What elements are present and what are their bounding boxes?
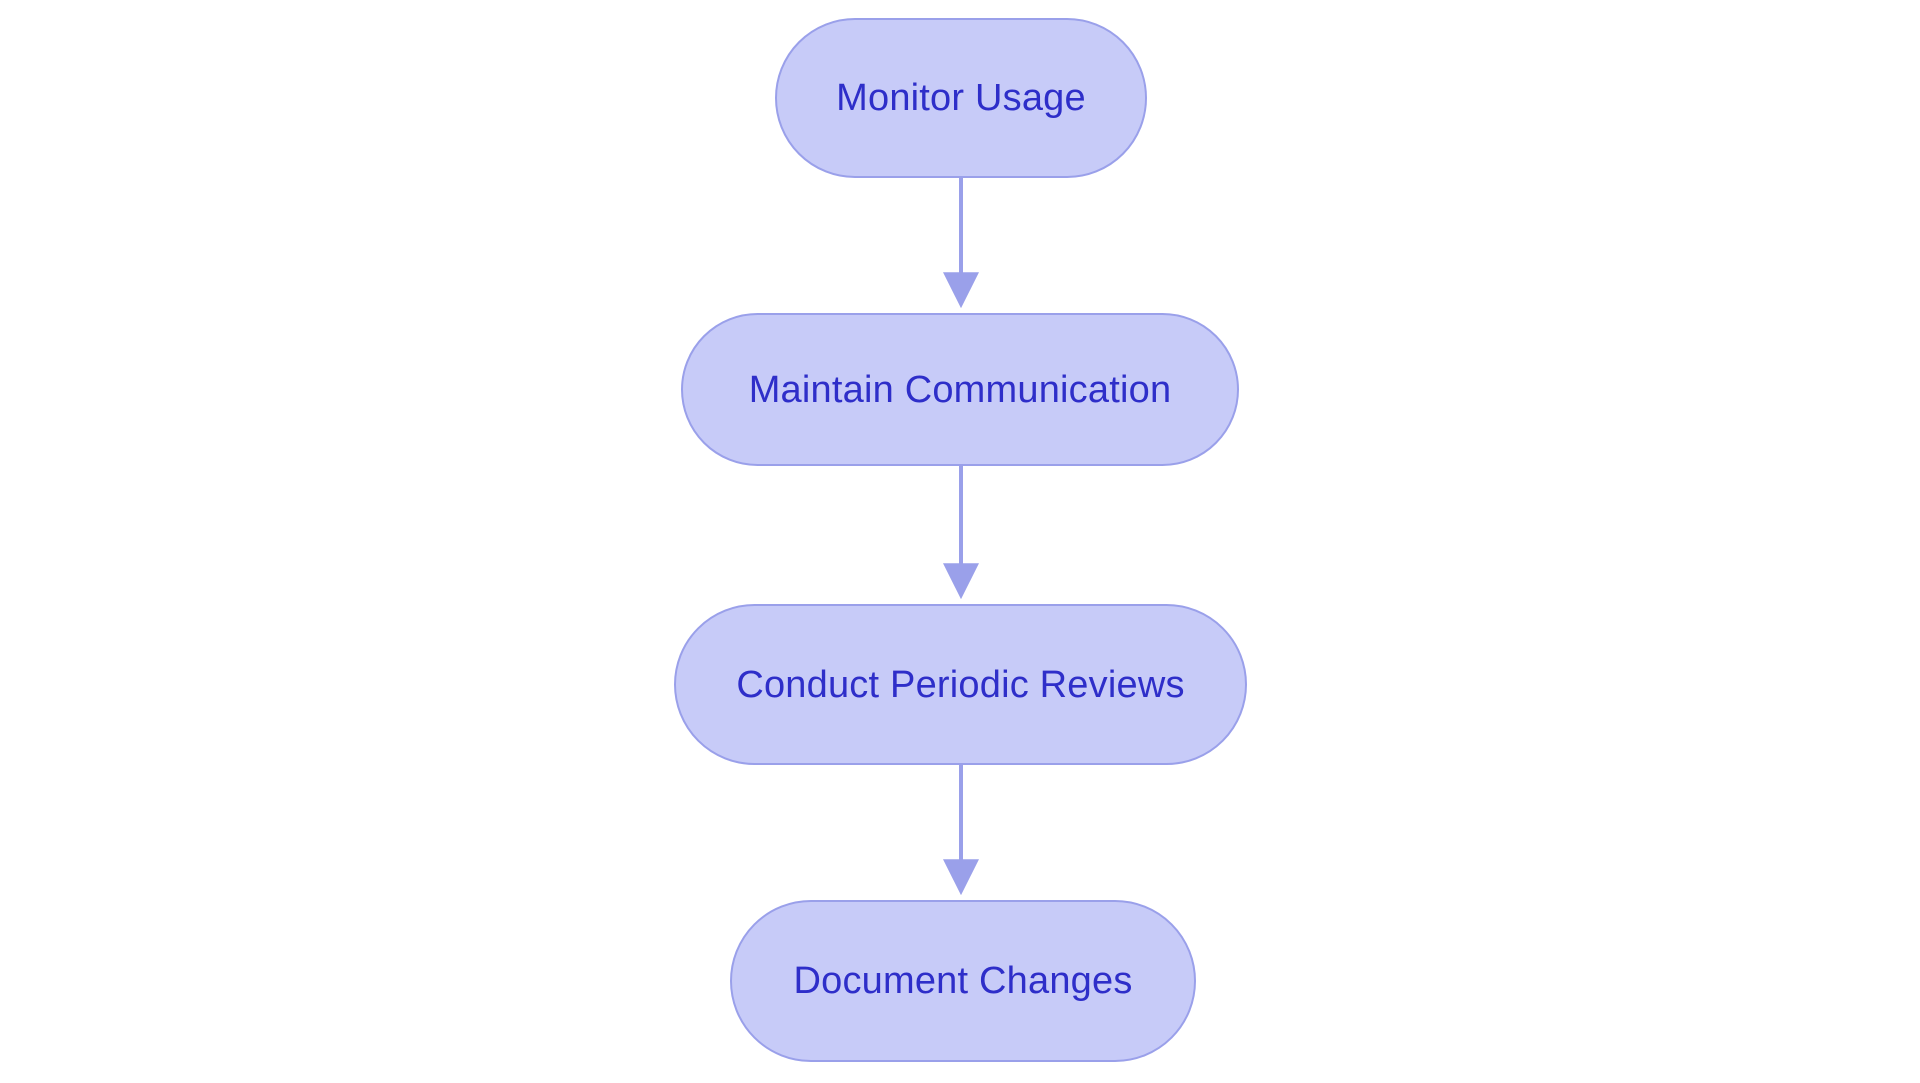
- flow-node-label: Maintain Communication: [748, 368, 1172, 411]
- flow-node-monitor-usage[interactable]: Monitor Usage: [775, 18, 1147, 178]
- flow-node-label: Conduct Periodic Reviews: [736, 663, 1185, 706]
- flow-node-conduct-periodic-reviews[interactable]: Conduct Periodic Reviews: [674, 604, 1247, 765]
- flow-node-label: Document Changes: [793, 960, 1133, 1002]
- flow-node-label: Monitor Usage: [836, 77, 1086, 119]
- flow-node-maintain-communication[interactable]: Maintain Communication: [681, 313, 1239, 466]
- flow-node-document-changes[interactable]: Document Changes: [730, 900, 1196, 1062]
